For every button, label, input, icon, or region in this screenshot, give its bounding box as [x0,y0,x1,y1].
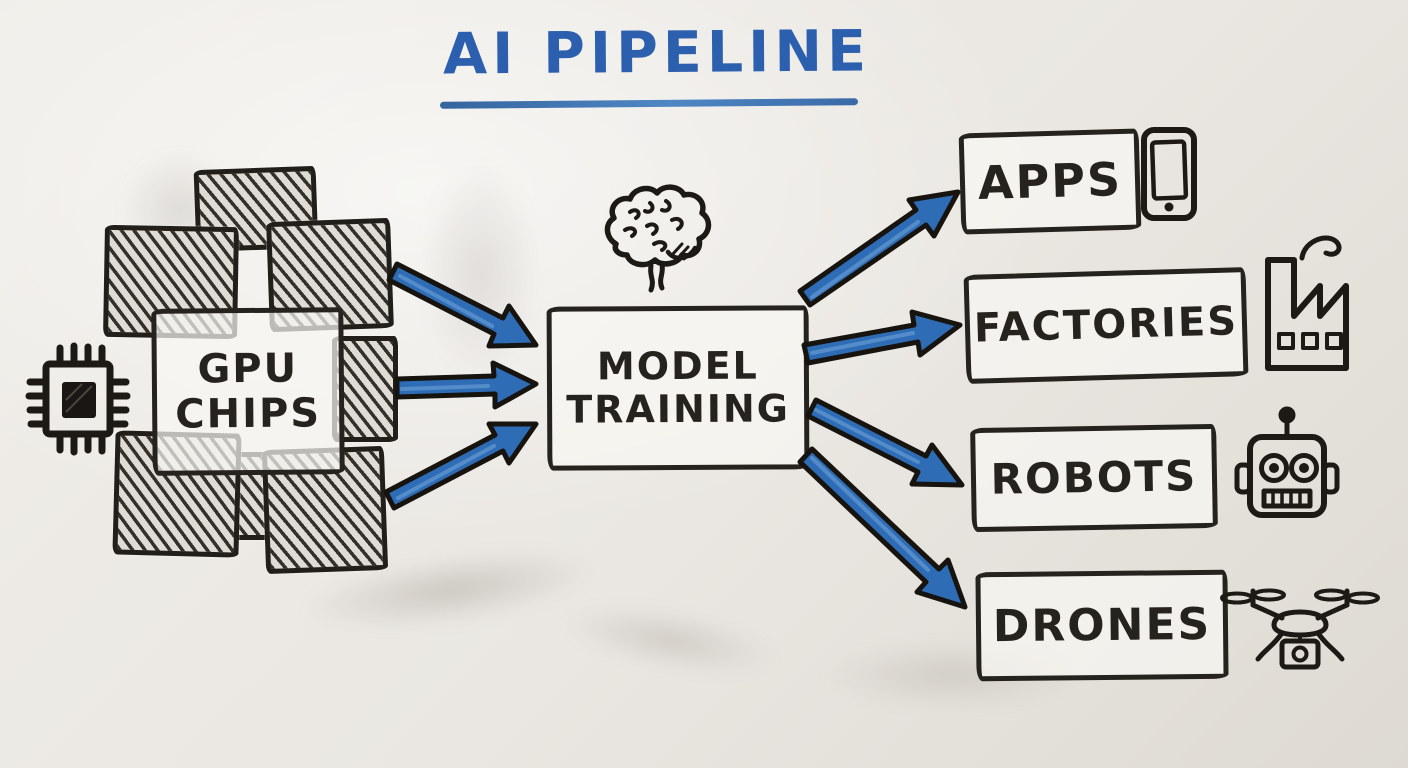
arrow-gpu-to-model-top [386,261,539,349]
model-training-label-line2: TRAINING [566,386,791,432]
robot-icon [1228,405,1346,527]
smudge [420,160,540,380]
arrow-model-to-factories [801,309,963,366]
node-gpu-chips: GPU CHIPS [151,307,345,476]
arrow-model-to-drones [797,446,968,610]
gpu-chips-label-line1: GPU [197,345,299,393]
drones-label: DRONES [992,598,1212,653]
brain-icon [594,182,726,300]
smartphone-icon [1138,126,1200,222]
node-apps: APPS [958,128,1142,235]
apps-label: APPS [977,151,1123,210]
node-factories: FACTORIES [963,267,1249,384]
robots-label: ROBOTS [990,451,1198,505]
title-underline [439,98,859,109]
node-robots: ROBOTS [970,423,1218,533]
factory-icon [1252,228,1367,378]
node-drones: DRONES [975,569,1229,682]
arrow-gpu-to-model-middle [394,360,539,410]
node-model-training: MODEL TRAINING [546,305,810,471]
gpu-chips-label-line2: CHIPS [175,389,322,438]
arrow-model-to-apps [797,189,961,308]
page-title: AI PIPELINE [442,18,872,88]
drone-icon [1216,583,1384,675]
microchip-icon [22,334,134,464]
arrow-gpu-to-model-bottom [383,421,539,511]
factories-label: FACTORIES [973,298,1239,352]
smudge [556,591,784,689]
model-training-label-line1: MODEL [596,344,759,389]
arrow-model-to-robots [805,397,965,488]
